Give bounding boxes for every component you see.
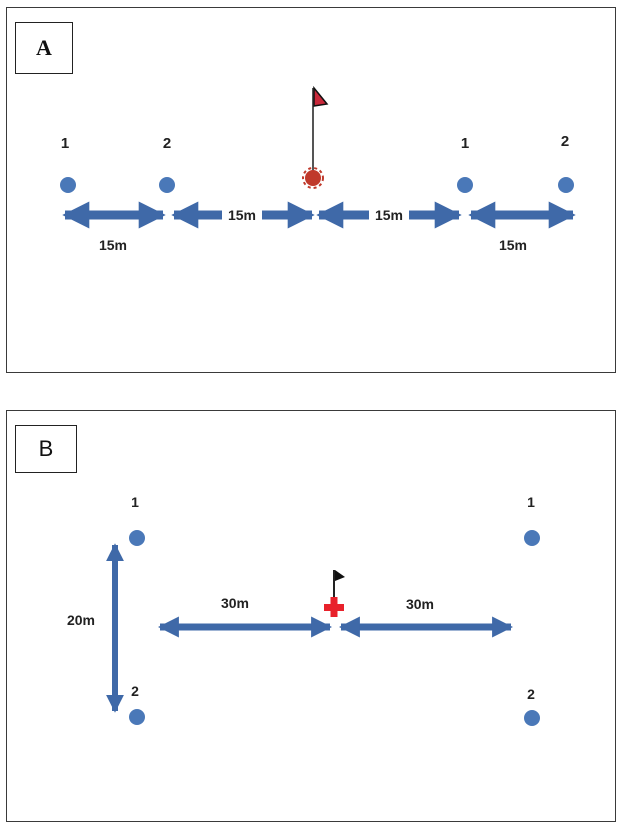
- diagram-b: 1 2 1 2 20m 30m 30m: [67, 494, 540, 726]
- marker-b2: [129, 709, 145, 725]
- marker-number-a3: 1: [461, 135, 469, 152]
- panel-label-a: A: [15, 22, 73, 74]
- distance-label-a4: 15m: [499, 237, 527, 253]
- panel-a: A 1 2 1 2 1: [6, 7, 616, 373]
- distance-label-a1: 15m: [99, 237, 127, 253]
- marker-a3: [457, 177, 473, 193]
- marker-b1: [129, 530, 145, 546]
- distance-label-b-right: 30m: [406, 596, 434, 612]
- panel-label-b: B: [15, 425, 77, 473]
- center-point-icon: [324, 597, 344, 617]
- distance-label-b-vertical: 20m: [67, 612, 95, 628]
- marker-number-b3: 1: [527, 494, 535, 510]
- marker-number-b4: 2: [527, 686, 535, 702]
- marker-b3: [524, 530, 540, 546]
- marker-number-a2: 2: [163, 135, 171, 152]
- marker-a4: [558, 177, 574, 193]
- diagram-a: 1 2 1 2 15m 15m 15m 15m: [60, 85, 576, 253]
- flag-icon: [312, 85, 329, 173]
- marker-number-a4: 2: [561, 133, 569, 150]
- panel-b: B 1 2 1 2 20m 30m 30m: [6, 410, 616, 822]
- marker-number-a1: 1: [61, 135, 69, 152]
- distance-label-a2: 15m: [228, 207, 256, 223]
- marker-a2: [159, 177, 175, 193]
- center-point-icon: [302, 167, 324, 189]
- distance-label-a3: 15m: [375, 207, 403, 223]
- distance-label-b-left: 30m: [221, 595, 249, 611]
- marker-number-b1: 1: [131, 494, 139, 510]
- marker-number-b2: 2: [131, 683, 139, 699]
- flag-icon: [333, 570, 345, 601]
- marker-b4: [524, 710, 540, 726]
- marker-a1: [60, 177, 76, 193]
